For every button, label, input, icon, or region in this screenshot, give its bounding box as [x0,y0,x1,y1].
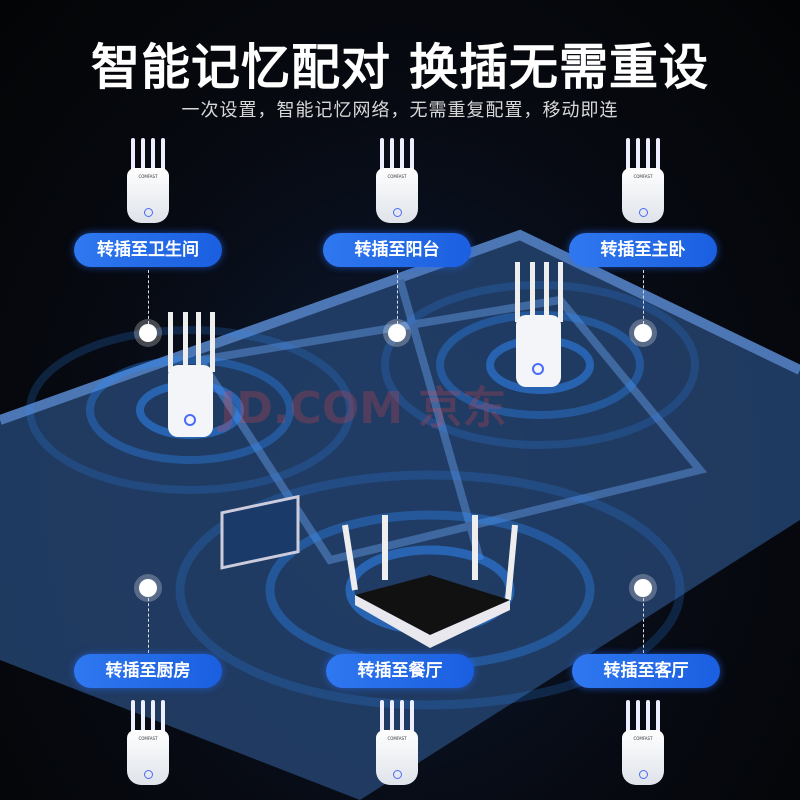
connector-line [148,598,149,653]
extender-icon: COMFAST [618,138,668,223]
house-wall [396,278,484,562]
connector-line [148,270,149,324]
extender-icon: COMFAST [372,138,422,223]
extender-icon: COMFAST [618,700,668,785]
location-marker [139,579,157,597]
location-label-master-bedroom: 转插至主卧 [569,233,717,267]
location-marker [388,324,406,342]
connector-line [397,270,398,324]
location-label-balcony: 转插至阳台 [323,233,471,267]
router [342,515,518,648]
connector-line [643,598,644,653]
house-wall [0,229,800,425]
location-marker [139,324,157,342]
location-label-dining-room: 转插至餐厅 [326,654,474,688]
location-marker [634,579,652,597]
location-label-bathroom: 转插至卫生间 [74,233,222,267]
extender-in-room [168,262,563,437]
page-subtitle: 一次设置，智能记忆网络，无需重复配置，移动即连 [181,100,619,121]
watermark: JD.COM 京东 [220,383,507,434]
location-label-living-room: 转插至客厅 [572,654,720,688]
extender-icon: COMFAST [123,138,173,223]
tv [220,494,300,570]
connector-line [643,270,644,324]
house-wall [196,295,708,565]
extender-icon: COMFAST [372,700,422,785]
location-marker [634,324,652,342]
page-title: 智能记忆配对 换插无需重设 [90,39,710,96]
location-label-kitchen: 转插至厨房 [74,654,222,688]
extender-icon: COMFAST [123,700,173,785]
